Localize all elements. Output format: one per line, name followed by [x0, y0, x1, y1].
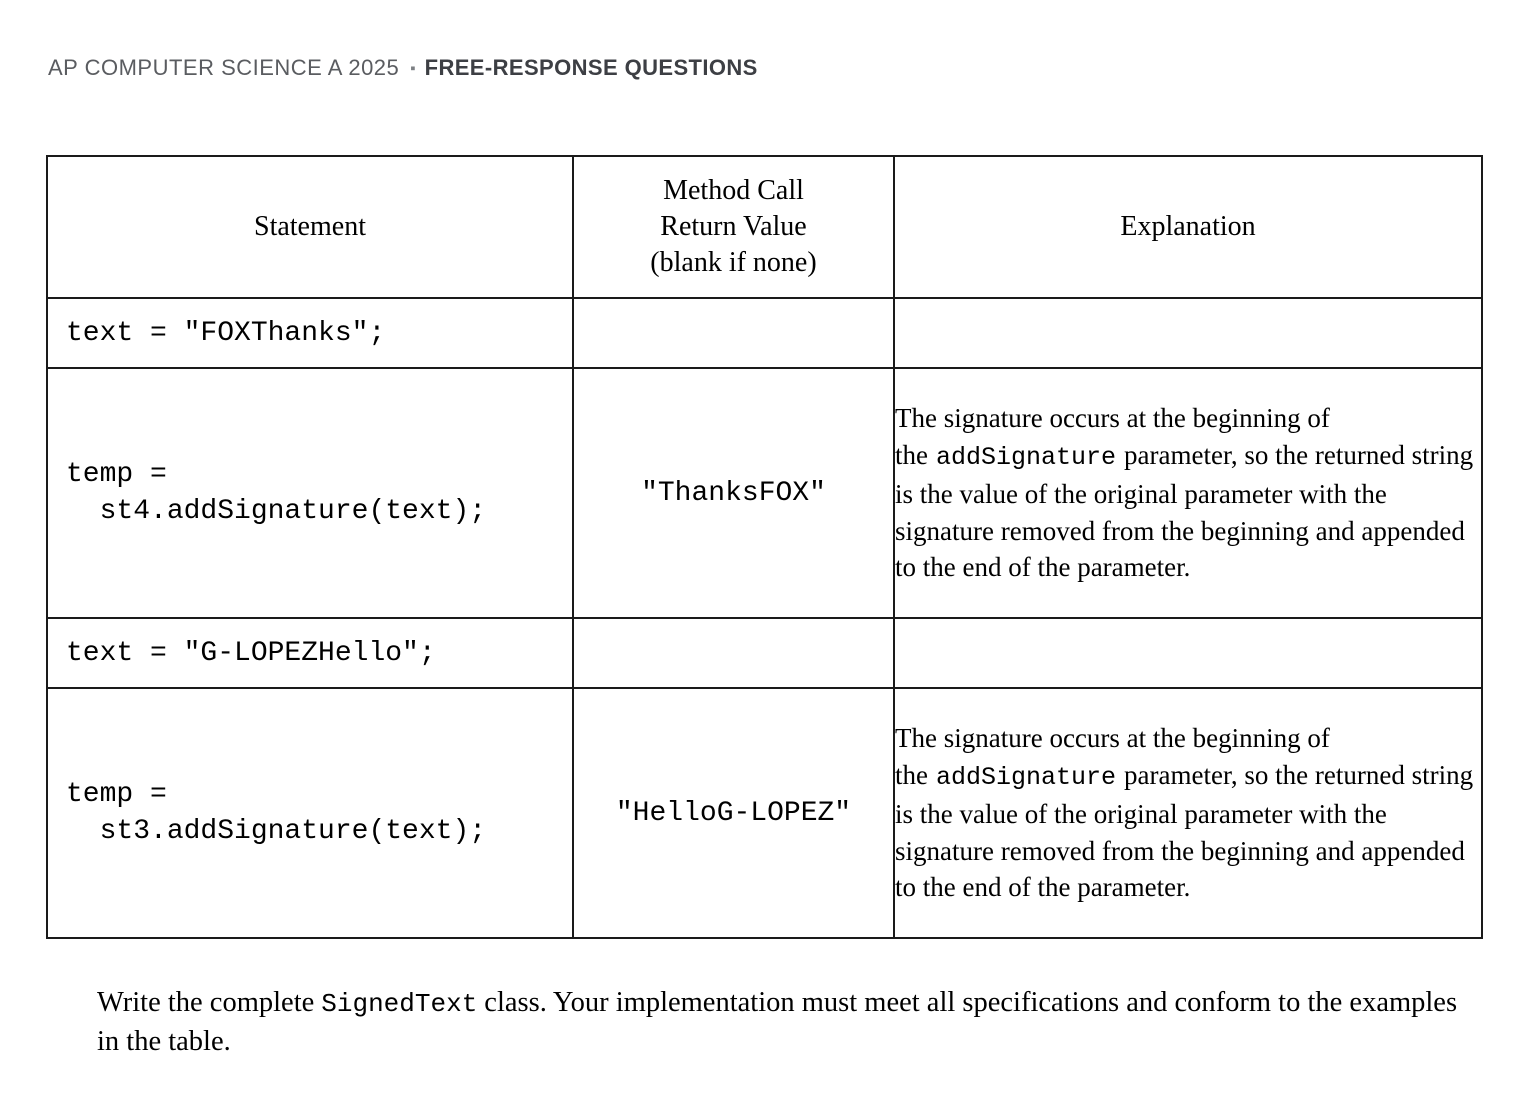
statement-cell: temp = st4.addSignature(text);	[46, 367, 574, 619]
explanation-text: The signature occurs at the beginning of…	[895, 723, 1330, 790]
statement-cell: text = "G-LOPEZHello";	[46, 617, 574, 689]
return-value-cell	[572, 297, 895, 369]
return-value-cell: "ThanksFOX"	[572, 367, 895, 619]
separator-square-icon: ▪	[410, 60, 416, 77]
table-row: temp = st3.addSignature(text); "HelloG-L…	[46, 687, 1483, 939]
statement-cell: text = "FOXThanks";	[46, 297, 574, 369]
inline-code: SignedText	[321, 989, 478, 1019]
table-header-row: Statement Method Call Return Value (blan…	[46, 155, 1483, 299]
column-header-statement: Statement	[46, 155, 574, 299]
document-header: AP COMPUTER SCIENCE A 2025 ▪ FREE-RESPONSE…	[0, 0, 1527, 82]
explanation-cell: The signature occurs at the beginning of…	[893, 367, 1483, 619]
code-statement: text = "FOXThanks";	[66, 317, 386, 349]
instruction-text: Write the complete	[97, 987, 315, 1018]
statement-cell: temp = st3.addSignature(text);	[46, 687, 574, 939]
column-header-return-value: Method Call Return Value (blank if none)	[572, 155, 895, 299]
explanation-cell	[893, 297, 1483, 369]
table-row: text = "FOXThanks";	[46, 297, 1483, 369]
table-row: temp = st4.addSignature(text); "ThanksFO…	[46, 367, 1483, 619]
document-section-title: FREE-RESPONSE QUESTIONS	[424, 55, 758, 80]
code-statement: temp = st4.addSignature(text);	[66, 459, 487, 527]
instruction-text: class. Your implementation must meet all…	[97, 987, 1458, 1057]
return-value-cell: "HelloG-LOPEZ"	[572, 687, 895, 939]
explanation-text: parameter, so the returned string is the…	[895, 759, 1474, 903]
inline-code: addSignature	[936, 442, 1117, 472]
examples-table: Statement Method Call Return Value (blan…	[46, 155, 1483, 939]
code-statement: temp = st3.addSignature(text);	[66, 779, 487, 847]
return-value-cell	[572, 617, 895, 689]
explanation-cell: The signature occurs at the beginning of…	[893, 687, 1483, 939]
explanation-text: The signature occurs at the beginning of…	[895, 403, 1330, 470]
exam-title: AP COMPUTER SCIENCE A 2025	[48, 55, 400, 80]
explanation-text: parameter, so the returned string is the…	[895, 439, 1474, 583]
table-row: text = "G-LOPEZHello";	[46, 617, 1483, 689]
explanation-cell	[893, 617, 1483, 689]
code-statement: text = "G-LOPEZHello";	[66, 637, 436, 669]
column-header-explanation: Explanation	[893, 155, 1483, 299]
inline-code: addSignature	[936, 762, 1117, 792]
